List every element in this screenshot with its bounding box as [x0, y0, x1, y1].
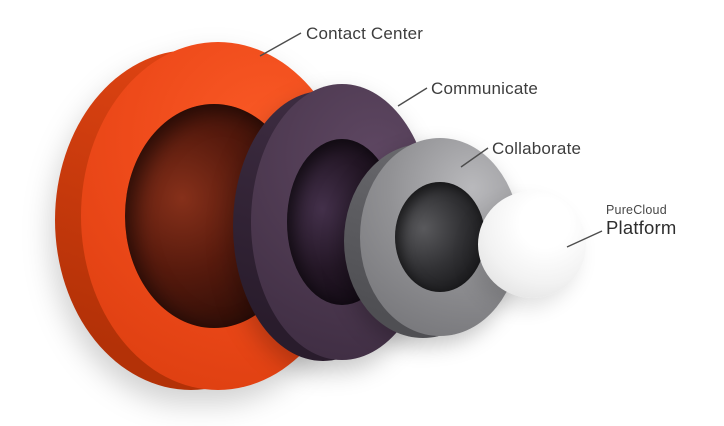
label-platform: PureCloud Platform — [606, 203, 676, 239]
label-contact-center: Contact Center — [306, 24, 424, 43]
label-platform-name: Platform — [606, 217, 677, 239]
ring-collaborate — [344, 138, 522, 342]
label-communicate: Communicate — [431, 79, 539, 98]
platform-sphere — [478, 191, 586, 298]
ring-collaborate-hole — [395, 182, 485, 292]
label-platform-brand: PureCloud — [606, 203, 667, 217]
label-collaborate: Collaborate — [492, 139, 582, 158]
